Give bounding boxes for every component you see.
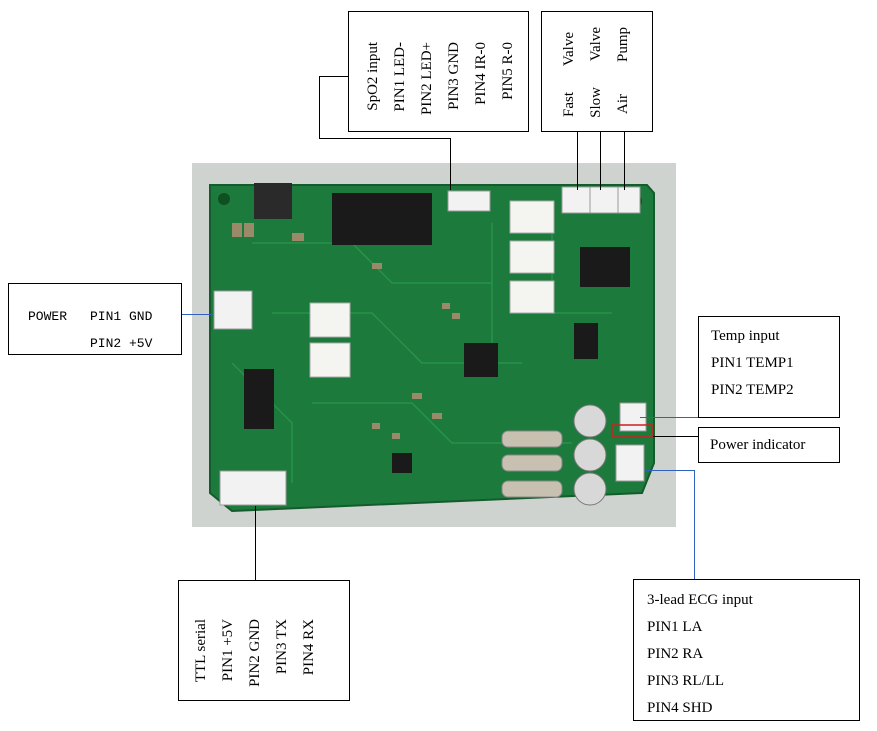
power-pin1: PIN1 GND [90, 309, 153, 324]
valve-pump-label-box: Fast Valve Slow Valve Air Pump [541, 11, 653, 132]
power-indicator-label: Power indicator [710, 437, 806, 453]
temp-label-box: Temp input PIN1 TEMP1 PIN2 TEMP2 [698, 316, 840, 418]
fast-valve-label: Valve [561, 32, 577, 67]
fast-leader [577, 132, 578, 190]
ecg-pin1: PIN1 LA [647, 619, 703, 635]
power-title: POWER [28, 309, 68, 324]
ttl-leader [255, 506, 256, 580]
spo2-pin2: PIN2 LED+ [419, 42, 435, 116]
slow-valve-label: Valve [588, 27, 604, 62]
ecg-pin4: PIN4 SHD [647, 700, 713, 716]
ecg-leader-v [694, 470, 695, 579]
ttl-pin3: PIN3 TX [274, 619, 290, 675]
power-indicator-leader [653, 436, 698, 437]
spo2-leader-v2 [450, 138, 451, 190]
ecg-pin2: PIN2 RA [647, 646, 704, 662]
temp-title: Temp input [711, 328, 780, 344]
ecg-leader-h [645, 470, 695, 471]
slow-leader [600, 132, 601, 190]
ecg-label-box: 3-lead ECG input PIN1 LA PIN2 RA PIN3 RL… [633, 579, 860, 721]
ttl-label-box: TTL serial PIN1 +5V PIN2 GND PIN3 TX PIN… [178, 580, 350, 701]
power-indicator-label-box: Power indicator [698, 427, 840, 463]
spo2-pin5: PIN5 R-0 [500, 42, 516, 100]
temp-leader [640, 417, 698, 418]
air-label: Air [615, 94, 631, 114]
pcb-board-image [192, 163, 676, 527]
temp-pin2: PIN2 TEMP2 [711, 382, 794, 398]
spo2-leader-h [319, 76, 349, 77]
spo2-pin3: PIN3 GND [446, 42, 462, 110]
spo2-leader-h2 [319, 138, 450, 139]
spo2-leader-v1 [319, 76, 320, 139]
ecg-pin3: PIN3 RL/LL [647, 673, 725, 689]
temp-pin1: PIN1 TEMP1 [711, 355, 794, 371]
ttl-title: TTL serial [193, 619, 209, 683]
ttl-pin4: PIN4 RX [301, 619, 317, 676]
fast-label: Fast [561, 92, 577, 118]
spo2-pin4: PIN4 IR-0 [473, 42, 489, 105]
air-leader [624, 132, 625, 190]
power-leader [182, 314, 212, 315]
pump-label: Pump [615, 27, 631, 63]
spo2-title: SpO2 input [365, 42, 381, 111]
spo2-label-box: SpO2 input PIN1 LED- PIN2 LED+ PIN3 GND … [348, 11, 529, 132]
ttl-pin2: PIN2 GND [247, 619, 263, 687]
ttl-pin1: PIN1 +5V [220, 619, 236, 682]
power-label-box: POWER PIN1 GND PIN2 +5V [8, 283, 182, 355]
power-pin2: PIN2 +5V [90, 336, 153, 351]
spo2-pin1: PIN1 LED- [392, 42, 408, 112]
ecg-title: 3-lead ECG input [647, 592, 753, 608]
slow-label: Slow [588, 87, 604, 118]
